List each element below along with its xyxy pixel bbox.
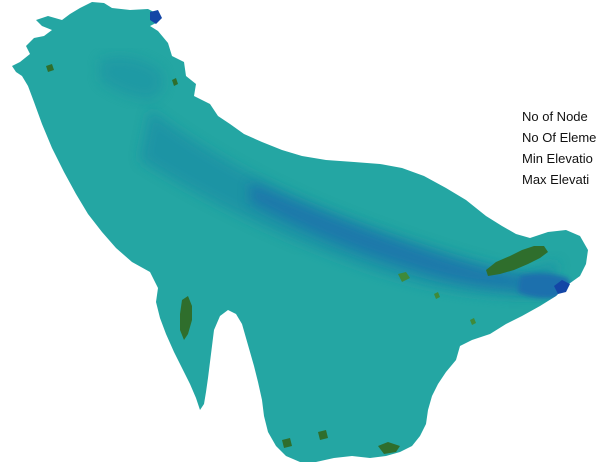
min-elevation-label: Min Elevatio xyxy=(522,151,593,166)
north-coast-island xyxy=(398,272,410,282)
mesh-info-legend: No of Node No Of Eleme Min Elevatio Max … xyxy=(522,106,615,190)
strait-deepest-point xyxy=(554,280,570,294)
depth-shading xyxy=(100,56,571,299)
south-coast-island xyxy=(378,442,400,454)
south-coast-island xyxy=(282,438,292,448)
gulf-island xyxy=(434,292,440,299)
south-coast-island xyxy=(318,430,328,440)
bahrain-island xyxy=(180,296,192,340)
max-elevation-label: Max Elevati xyxy=(522,172,590,187)
north-coast-island xyxy=(46,64,54,72)
gulf-island xyxy=(470,318,476,325)
nodes-label: No of Node xyxy=(522,109,588,124)
elements-label: No Of Eleme xyxy=(522,130,597,145)
northwest-deep-point xyxy=(150,10,162,24)
land-patches xyxy=(46,64,548,454)
qeshm-island xyxy=(486,246,548,276)
northwest-deep-water xyxy=(100,56,164,100)
north-coast-island xyxy=(172,78,178,86)
